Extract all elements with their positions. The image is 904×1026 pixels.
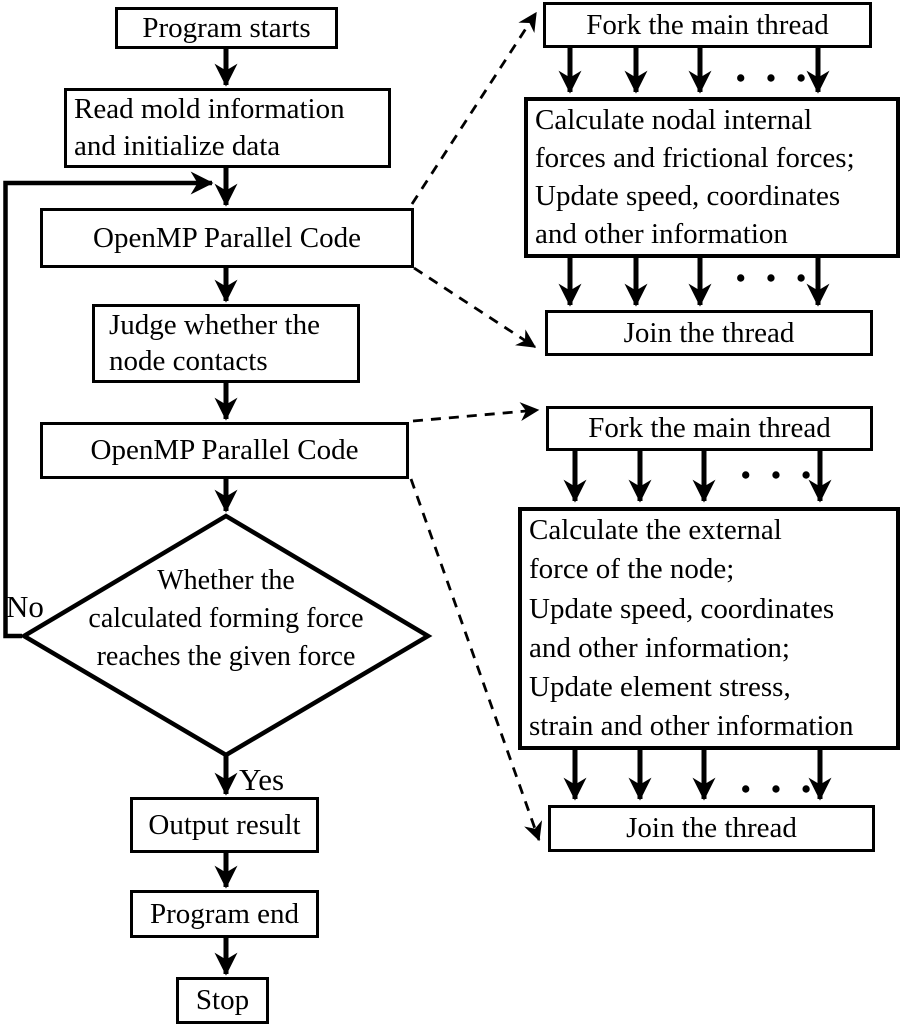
- node-calc-internal-forces: Calculate nodal internal forces and fric…: [524, 97, 900, 258]
- node-line: calculated forming force: [88, 603, 364, 634]
- node-line: Judge whether the: [109, 308, 320, 341]
- node-join-thread-1: Join the thread: [545, 310, 873, 356]
- node-line: Calculate nodal internal: [535, 103, 813, 136]
- node-fork-main-thread-2: Fork the main thread: [546, 406, 873, 451]
- node-line: Update element stress,: [529, 670, 791, 703]
- node-read-mold-info: Read mold information and initialize dat…: [64, 88, 391, 168]
- node-output-result: Output result: [130, 797, 319, 853]
- node-line: and initialize data: [74, 130, 281, 163]
- thread-ellipsis-icon: • • •: [736, 263, 813, 293]
- node-stop: Stop: [176, 977, 269, 1024]
- branch-label-yes: Yes: [239, 762, 285, 797]
- decision-diamond: [19, 513, 433, 758]
- node-openmp-parallel-code-1: OpenMP Parallel Code: [40, 208, 414, 268]
- node-line: forces and frictional forces;: [535, 141, 855, 174]
- node-line: node contacts: [109, 345, 268, 378]
- thread-ellipsis-icon: • • •: [741, 774, 818, 804]
- node-join-thread-2: Join the thread: [548, 805, 875, 852]
- thread-ellipsis-icon: • • •: [741, 460, 818, 490]
- node-line: Whether the: [157, 565, 295, 596]
- node-program-end: Program end: [130, 890, 319, 938]
- node-line: strain and other information: [529, 710, 854, 743]
- node-openmp-parallel-code-2: OpenMP Parallel Code: [40, 422, 409, 479]
- decision-diamond-label: Whether the calculated forming force rea…: [60, 562, 392, 676]
- node-line: Read mold information: [74, 93, 345, 126]
- node-line: Calculate the external: [529, 514, 782, 547]
- node-program-starts: Program starts: [115, 7, 338, 49]
- node-line: and other information;: [529, 631, 790, 664]
- node-line: Update speed, coordinates: [529, 592, 835, 625]
- dashed-openmp1-to-fork1: [410, 11, 538, 205]
- node-line: Update speed, coordinates: [535, 180, 841, 213]
- node-line: and other information: [535, 218, 788, 251]
- node-line: force of the node;: [529, 553, 735, 586]
- node-line: reaches the given force: [96, 641, 356, 672]
- node-calc-external-force: Calculate the external force of the node…: [518, 507, 900, 750]
- dashed-openmp2-to-join2: [409, 478, 543, 842]
- loop-no-connector: [3, 171, 214, 639]
- dashed-openmp1-to-join1: [413, 266, 537, 349]
- node-judge-contact: Judge whether the node contacts: [92, 304, 360, 383]
- dashed-openmp2-to-fork2: [412, 402, 540, 423]
- branch-label-no: No: [6, 589, 44, 624]
- thread-ellipsis-icon: • • •: [736, 63, 813, 93]
- node-fork-main-thread-1: Fork the main thread: [543, 2, 872, 48]
